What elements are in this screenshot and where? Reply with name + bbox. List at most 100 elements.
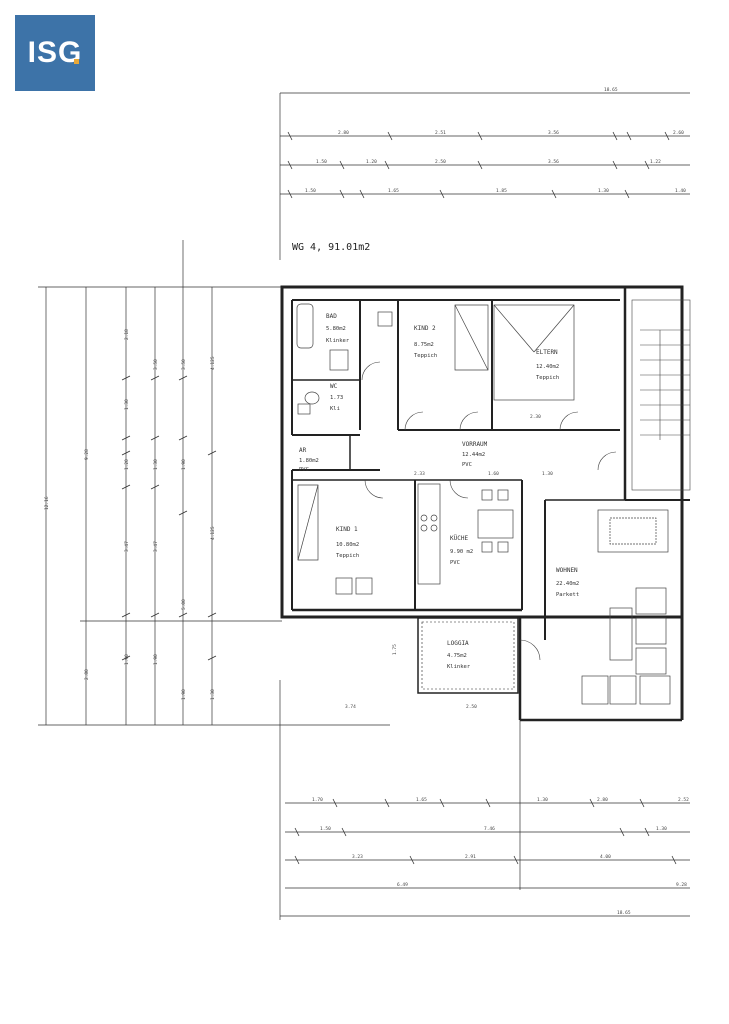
left-dim: 1.30 xyxy=(210,689,216,700)
left-dim: 1.30 xyxy=(153,459,159,470)
left-dim: 2.80 xyxy=(84,669,90,680)
left-overall-dim: 12.16 xyxy=(44,496,50,510)
interior-dim: 2.33 xyxy=(414,471,425,477)
top-dim: 1.20 xyxy=(366,159,377,165)
top-dim: 1.22 xyxy=(650,159,661,165)
wohnen-table-icon xyxy=(597,509,669,553)
top-dim: 2.51 xyxy=(435,130,446,136)
stairwell xyxy=(631,299,691,491)
room-floor-wc: Kli xyxy=(330,406,340,412)
top-dim: 1.65 xyxy=(388,188,399,194)
room-area-bad: 5.80m2 xyxy=(326,326,346,332)
bottom-dim: 1.50 xyxy=(320,826,331,832)
room-kind2: KIND 2 8.75m2 Teppich xyxy=(414,325,437,359)
room-floor-ar: PVC xyxy=(299,467,309,473)
room-area-ar: 1.80m2 xyxy=(299,458,319,464)
toilet-icon xyxy=(304,391,320,405)
room-area-kueche: 9.90 m2 xyxy=(450,549,473,555)
bottom-overall-dim: 18.65 xyxy=(617,910,631,916)
room-kueche: KÜCHE 9.90 m2 PVC xyxy=(450,535,473,566)
left-dim: 3.50 xyxy=(181,359,187,370)
left-dim: 3.47 xyxy=(153,541,159,552)
top-dim: 1.30 xyxy=(598,188,609,194)
room-vorraum: VORRAUM 12.44m2 PVC xyxy=(462,441,488,468)
bed-icon xyxy=(493,304,575,401)
bottom-dimension-lines xyxy=(279,680,690,920)
room-bad: BAD 5.80m2 Klinker xyxy=(326,313,350,344)
room-kind1: KIND 1 10.80m2 Teppich xyxy=(336,526,359,559)
room-floor-kind1: Teppich xyxy=(336,553,359,559)
interior-dim: 2.50 xyxy=(466,704,477,710)
desk-chair-icon xyxy=(335,577,353,595)
bottom-dim: 2.91 xyxy=(465,854,476,860)
top-dim: 2.60 xyxy=(673,130,684,136)
room-name-wc: WC xyxy=(330,383,338,390)
left-dim: 1.90 xyxy=(181,459,187,470)
room-name-bad: BAD xyxy=(326,313,337,320)
room-floor-kueche: PVC xyxy=(450,560,460,566)
interior-dim: 3.74 xyxy=(345,704,356,710)
room-area-loggia: 4.75m2 xyxy=(447,653,467,659)
door-swings xyxy=(361,361,617,661)
wardrobe-icon xyxy=(297,484,319,561)
room-floor-kind2: Teppich xyxy=(414,353,437,359)
top-dim: 1.50 xyxy=(316,159,327,165)
left-dimension-labels: 12.16 9.28 2.80 2.18 1.30 1.20 3.47 1.90… xyxy=(44,329,216,700)
room-name-kind1: KIND 1 xyxy=(336,526,358,533)
room-floor-vorraum: PVC xyxy=(462,462,472,468)
room-area-wohnen: 22.40m2 xyxy=(556,581,579,587)
room-name-ar: AR xyxy=(299,447,307,454)
room-floor-wohnen: Parkett xyxy=(556,592,579,598)
bottom-dim: 1.70 xyxy=(312,797,323,803)
fixtures xyxy=(296,303,671,705)
room-floor-bad: Klinker xyxy=(326,338,350,344)
left-dim: 3.47 xyxy=(124,541,130,552)
left-dim: 1.30 xyxy=(124,399,130,410)
logo-accent-dot xyxy=(74,59,79,64)
interior-dim: 1.30 xyxy=(542,471,553,477)
top-dim: 2.50 xyxy=(435,159,446,165)
room-area-kind1: 10.80m2 xyxy=(336,542,359,548)
room-wohnen: WOHNEN 22.40m2 Parkett xyxy=(556,567,579,598)
bottom-dim: 1.30 xyxy=(537,797,548,803)
interior-dim: 1.75 xyxy=(392,644,398,655)
left-dim: 1.90 xyxy=(153,654,159,665)
room-floor-eltern: Teppich xyxy=(536,375,559,381)
left-dim: 1.90 xyxy=(181,689,187,700)
room-name-kind2: KIND 2 xyxy=(414,325,436,332)
top-dim: 3.56 xyxy=(548,130,559,136)
bathtub-icon xyxy=(296,303,314,349)
top-overall-dim: 18.65 xyxy=(604,87,618,93)
left-dim: 3.50 xyxy=(153,359,159,370)
room-area-wc: 1.73 xyxy=(330,395,343,401)
bottom-dimension-labels: 1.70 1.65 1.30 2.80 2.52 1.50 7.46 1.30 … xyxy=(312,797,689,916)
top-dim: 1.50 xyxy=(305,188,316,194)
room-name-loggia: LOGGIA xyxy=(447,640,469,647)
bottom-dim: 1.30 xyxy=(656,826,667,832)
room-name-vorraum: VORRAUM xyxy=(462,441,488,448)
bottom-dim: 4.00 xyxy=(600,854,611,860)
interior-dim: 1.60 xyxy=(488,471,499,477)
bottom-dim: 9.28 xyxy=(676,882,687,888)
room-floor-loggia: Klinker xyxy=(447,664,471,670)
left-dim: 9.28 xyxy=(84,449,90,460)
room-area-vorraum: 12.44m2 xyxy=(462,452,485,458)
top-dim: 3.56 xyxy=(548,159,559,165)
top-dimension-lines xyxy=(279,92,690,260)
room-wc: WC 1.73 Kli xyxy=(330,383,343,412)
armchair-icon xyxy=(635,587,667,615)
bottom-dim: 3.23 xyxy=(352,854,363,860)
sofa-icon xyxy=(609,607,633,661)
bottom-dim: 7.46 xyxy=(484,826,495,832)
bottom-dim: 6.49 xyxy=(397,882,408,888)
left-dim: 5.00 xyxy=(181,599,187,610)
isg-logo: ISG xyxy=(15,15,95,91)
desk-chair-icon xyxy=(355,577,373,595)
room-eltern: ELTERN 12.40m2 Teppich xyxy=(536,349,559,381)
top-dim: 1.85 xyxy=(496,188,507,194)
room-loggia: LOGGIA 4.75m2 Klinker xyxy=(447,640,471,670)
left-dim: 1.20 xyxy=(124,459,130,470)
room-name-kueche: KÜCHE xyxy=(450,535,468,542)
top-dim: 1.40 xyxy=(675,188,686,194)
